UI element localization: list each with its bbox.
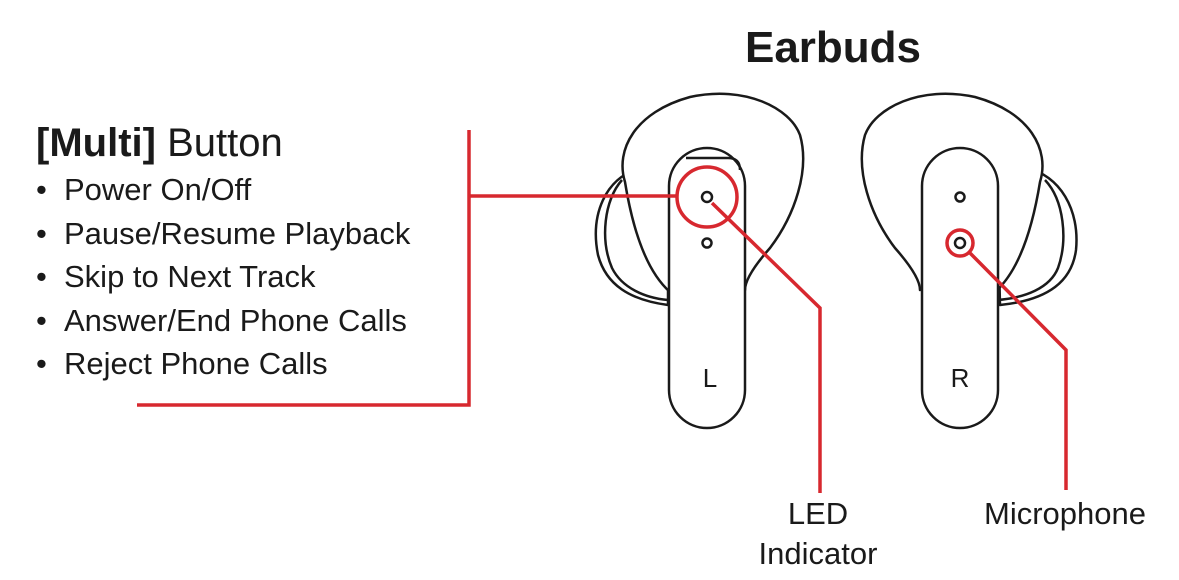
led-indicator-callout: LED Indicator — [738, 494, 898, 574]
led-pointer-line — [710, 201, 822, 493]
left-ear-tip-ridge — [603, 179, 669, 302]
multi-button-label-rest: Button — [167, 121, 283, 165]
microphone-callout: Microphone — [960, 494, 1170, 534]
bullet-icon: • — [36, 172, 47, 207]
led-callout-line1: LED — [787, 496, 849, 531]
left-stem-panel — [686, 156, 742, 171]
left-button-hole — [700, 190, 714, 204]
right-mic-hole — [953, 236, 967, 250]
function-item: • Power On/Off — [36, 168, 410, 212]
callout-lines — [137, 130, 1068, 493]
left-led-hole — [701, 237, 713, 249]
right-earbud-letter: R — [951, 363, 970, 393]
left-earbud-letter: L — [703, 363, 717, 393]
bullet-icon: • — [36, 215, 47, 251]
function-label: Skip to Next Track — [64, 259, 316, 294]
right-ear-tip-ridge — [996, 179, 1065, 302]
function-label: Power On/Off — [64, 172, 252, 207]
multi-button-heading: [Multi] Button — [36, 120, 283, 166]
right-earbud — [860, 92, 1078, 430]
multi-button-label-bold: [Multi] — [36, 121, 156, 165]
right-earbud-stem — [920, 146, 1000, 430]
diagram-title: Earbuds — [744, 23, 922, 72]
function-label: Answer/End Phone Calls — [64, 302, 407, 338]
function-item: • Reject Phone Calls — [36, 342, 410, 386]
function-item: • Answer/End Phone Calls — [36, 299, 410, 343]
function-label: Pause/Resume Playback — [64, 215, 411, 251]
multi-button-bracket-line — [137, 130, 471, 407]
microphone-callout-label: Microphone — [984, 496, 1146, 531]
right-top-hole — [954, 191, 966, 203]
function-label: Reject Phone Calls — [64, 346, 328, 381]
bullet-icon: • — [36, 259, 47, 294]
bullet-icon: • — [36, 302, 47, 338]
function-item: • Pause/Resume Playback — [36, 212, 410, 256]
multi-button-function-list: • Power On/Off • Pause/Resume Playback • Sk… — [36, 168, 410, 386]
led-callout-line2: Indicator — [758, 536, 878, 571]
multi-button-highlight-ring — [675, 165, 739, 229]
microphone-pointer-line — [967, 250, 1068, 490]
bullet-icon: • — [36, 346, 47, 381]
function-item: • Skip to Next Track — [36, 255, 410, 299]
microphone-highlight-ring — [945, 228, 975, 258]
